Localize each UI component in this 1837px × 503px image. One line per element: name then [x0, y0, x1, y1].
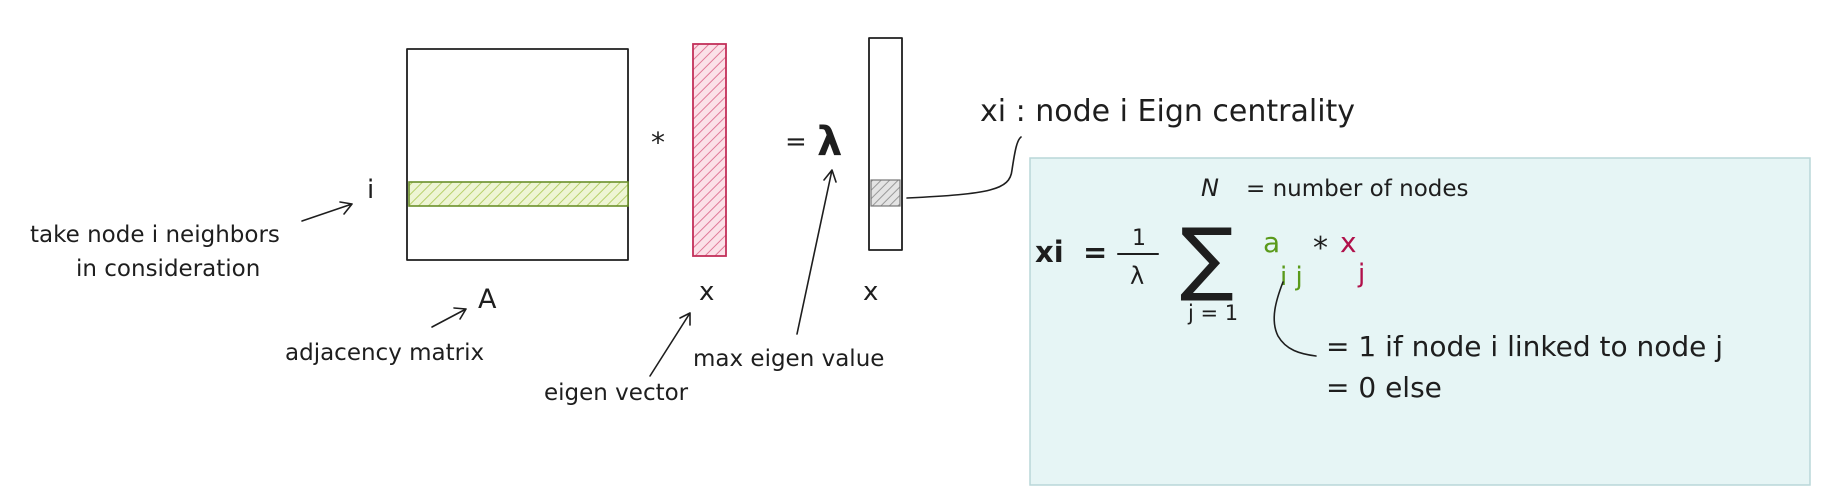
x-term: x — [1340, 226, 1357, 259]
equals-sign: = — [785, 127, 807, 157]
note-line1: = 1 if node i linked to node j — [1326, 330, 1723, 363]
sum-upper-limit-note: = number of nodes — [1246, 176, 1469, 202]
sigma-symbol: ∑ — [1180, 211, 1234, 304]
formula-equals: = — [1083, 235, 1107, 269]
xi-definition: xi : node i Eign centrality — [980, 94, 1355, 129]
result-vector-cell-i — [870, 179, 901, 207]
formula-lhs: xi — [1035, 235, 1064, 269]
left-note-line1: take node i neighbors — [30, 222, 280, 248]
sum-upper-limit: N — [1201, 174, 1219, 202]
matrix-symbol: A — [478, 284, 497, 315]
x-subscript: j — [1357, 259, 1365, 289]
multiply-sign: * — [651, 126, 665, 159]
note-connector-line — [1273, 281, 1317, 357]
fraction-numerator: 1 — [1132, 226, 1146, 251]
lambda-symbol: λ — [817, 119, 842, 165]
row-index-label: i — [367, 175, 374, 205]
matrix-caption-arrow — [431, 307, 467, 328]
result-vector-box — [868, 37, 903, 251]
vector-symbol: x — [699, 277, 714, 307]
result-symbol: x — [863, 277, 878, 307]
sum-lower-limit: j = 1 — [1187, 301, 1238, 325]
formula-panel — [1029, 157, 1811, 486]
vector-caption-arrow — [649, 312, 691, 377]
vector-caption: eigen vector — [544, 380, 689, 406]
adjacency-matrix-box — [406, 48, 629, 261]
a-subscript: i j — [1280, 262, 1303, 292]
note-line2: = 0 else — [1326, 371, 1442, 404]
fraction-denominator: λ — [1130, 262, 1144, 290]
lambda-caption-arrow — [796, 169, 837, 335]
matrix-row-i — [408, 181, 629, 207]
a-term: a — [1263, 226, 1280, 259]
xi-connector-line — [906, 136, 1022, 199]
left-note-line2: in consideration — [76, 256, 260, 282]
eigen-vector-bar — [692, 43, 727, 257]
matrix-caption: adjacency matrix — [285, 340, 484, 366]
times-sign: * — [1313, 231, 1328, 266]
left-note-arrow — [301, 201, 353, 222]
lambda-caption: max eigen value — [693, 346, 884, 372]
